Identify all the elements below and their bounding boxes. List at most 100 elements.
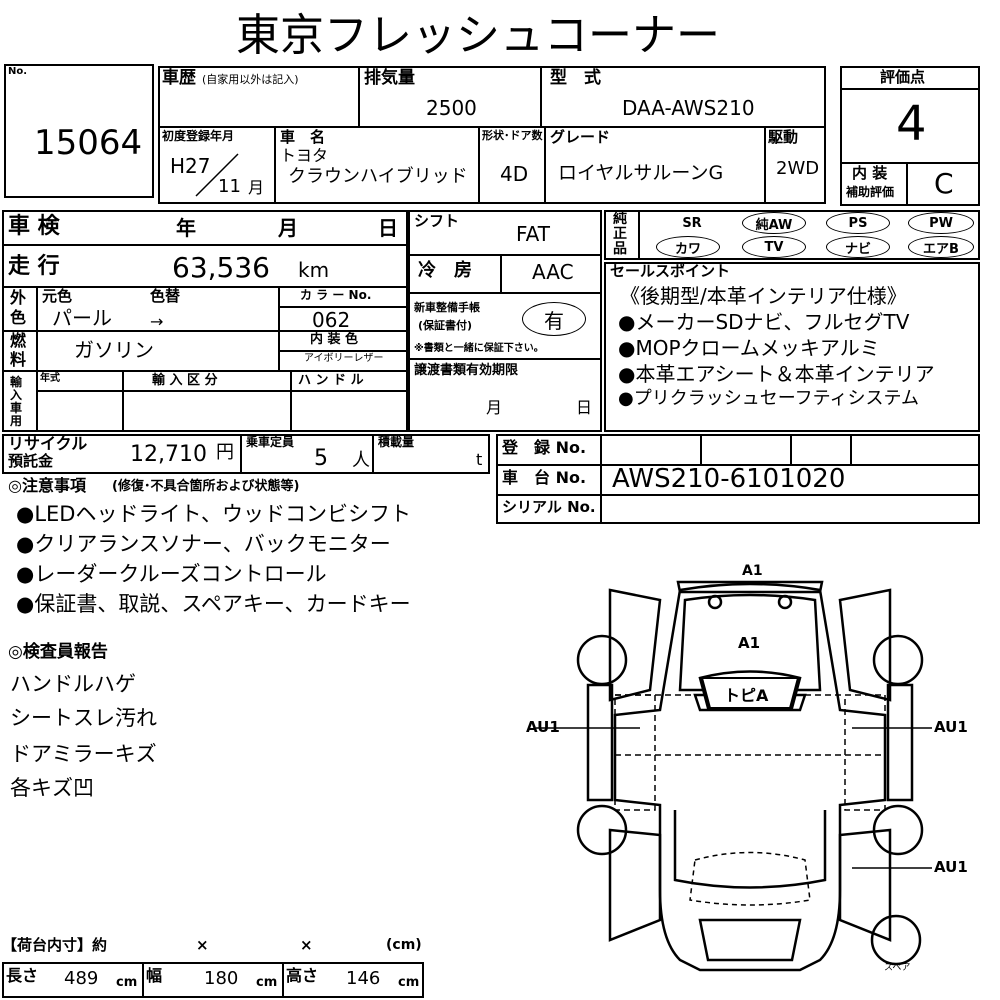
equip-ps: PS — [826, 212, 890, 234]
equip-sr: SR — [682, 215, 702, 231]
lot-label: No. — [8, 66, 28, 77]
recycle-row — [2, 434, 490, 474]
equipment-box — [604, 210, 980, 260]
note-item-1: ●LEDヘッドライト、ウッドコンビシフト — [16, 502, 412, 526]
shift-label: シフト — [414, 212, 460, 230]
doors-label: 形状･ドア数 — [482, 129, 543, 142]
inspector-item-3: ドアミラーキズ — [10, 742, 157, 766]
rating-label: 評価点 — [880, 68, 926, 86]
arrow-icon: → — [150, 312, 164, 331]
inspection-day: 日 — [378, 216, 398, 240]
doors-value: 4D — [500, 162, 529, 186]
mileage-label: 走 行 — [8, 254, 60, 279]
sales-point-2: ●メーカーSDナビ、フルセグTV — [618, 310, 910, 334]
exterior-value: パール — [52, 306, 112, 330]
height-value: 146 — [346, 968, 381, 989]
transfer-label: 譲渡書類有効期限 — [414, 363, 519, 378]
warranty-label-2: (保証書付) — [418, 319, 473, 332]
equip-tv: TV — [742, 236, 806, 258]
height-unit: cm — [398, 975, 420, 990]
exterior-label-1: 外 — [10, 288, 27, 307]
length-unit: cm — [116, 975, 138, 990]
orig-color-label: 元色 — [42, 287, 73, 305]
diagram-right-rear: AU1 — [934, 858, 968, 876]
width-unit: cm — [256, 975, 278, 990]
recycle-label-2: 預託金 — [8, 452, 54, 470]
interior-color-label: 内 装 色 — [310, 332, 359, 347]
fuel-label-1: 燃 — [10, 331, 27, 350]
displacement-value: 2500 — [426, 96, 477, 120]
color-no-value: 062 — [312, 308, 351, 332]
interior-rating-value: C — [934, 167, 954, 200]
equip-leather: カワ — [656, 236, 720, 258]
equipment-label: 純正品 — [613, 211, 627, 257]
diagram-front-bumper: A1 — [742, 563, 763, 579]
note-item-4: ●保証書、取説、スペアキー、カードキー — [16, 592, 411, 616]
cargo-x2: × — [300, 936, 313, 954]
sales-point-1: 《後期型/本革インテリア仕様》 — [620, 284, 907, 308]
diagram-roof: トピA — [724, 686, 769, 705]
rating-value: 4 — [896, 96, 927, 152]
lot-box — [4, 64, 154, 198]
grade-value: ロイヤルサルーンG — [558, 162, 724, 184]
mileage-unit: km — [298, 258, 330, 282]
width-label: 幅 — [146, 966, 163, 985]
inspection-label: 車 検 — [8, 214, 60, 239]
interior-color-value: アイボリーレザー — [304, 353, 384, 364]
shift-value: FAT — [516, 222, 551, 246]
page-title: 東京フレッシュコーナー — [236, 10, 720, 61]
registration-label: 登 録 No. — [502, 438, 587, 457]
slash-mark — [195, 153, 239, 197]
aircon-value: AAC — [532, 260, 574, 284]
left-mid-grid — [2, 210, 408, 432]
equip-navi: ナビ — [826, 236, 890, 258]
sales-box — [604, 262, 980, 432]
dims-row — [2, 962, 424, 998]
inspection-year: 年 — [176, 216, 196, 240]
transfer-day: 日 — [576, 398, 593, 417]
chassis-label: 車 台 No. — [502, 468, 587, 487]
import-label: 輸入車用 — [10, 375, 23, 428]
fuel-label-2: 料 — [10, 350, 27, 369]
top-grid — [158, 66, 826, 204]
fuel-value: ガソリン — [74, 338, 154, 362]
inspector-item-4: 各キズ凹 — [10, 776, 94, 800]
mileage-value: 63,536 — [172, 251, 270, 284]
first-reg-month: 11 — [218, 176, 241, 197]
drive-label: 駆動 — [768, 128, 799, 146]
sales-point-4: ●本革エアシート＆本革インテリア — [618, 362, 935, 386]
cargo-unit: (cm) — [386, 937, 422, 953]
car-name-label: 車 名 — [280, 128, 326, 146]
recycle-unit: 円 — [216, 442, 234, 463]
warranty-value: 有 — [522, 302, 586, 336]
width-value: 180 — [204, 968, 239, 989]
sales-point-3: ●MOPクロームメッキアルミ — [618, 336, 880, 360]
inspector-item-1: ハンドルハゲ — [10, 672, 136, 696]
chassis-value: AWS210-6101020 — [612, 464, 846, 494]
warranty-note: ※書類と一緒に保証下さい。 — [414, 343, 544, 354]
aircon-label: 冷 房 — [418, 260, 472, 281]
import-year-label: 年式 — [40, 373, 60, 384]
exterior-label-2: 色 — [10, 308, 27, 327]
load-label: 積載量 — [378, 435, 415, 449]
import-handle-label: ハ ン ド ル — [298, 373, 364, 388]
inspector-label: ◎検査員報告 — [8, 642, 108, 662]
drive-value: 2WD — [776, 158, 820, 179]
history-label: 車歴 — [162, 68, 196, 88]
note-item-3: ●レーダークルーズコントロール — [16, 562, 327, 586]
length-label: 長さ — [6, 966, 39, 985]
registration-grid — [496, 434, 980, 524]
equip-airbag: エアB — [908, 236, 974, 258]
sales-point-5: ●プリクラッシュセーフティシステム — [618, 388, 920, 409]
capacity-label: 乗車定員 — [246, 435, 295, 449]
sales-label: セールスポイント — [610, 262, 731, 280]
car-damage-diagram — [536, 580, 932, 972]
inspector-item-2: シートスレ汚れ — [10, 706, 157, 730]
inspection-month: 月 — [278, 216, 298, 240]
grade-label: グレード — [550, 128, 611, 146]
first-reg-label: 初度登録年月 — [162, 129, 235, 143]
load-unit: t — [476, 450, 483, 469]
recycle-value: 12,710 — [130, 442, 207, 467]
serial-label: シリアル No. — [502, 498, 596, 516]
lot-number: 15064 — [34, 123, 143, 163]
